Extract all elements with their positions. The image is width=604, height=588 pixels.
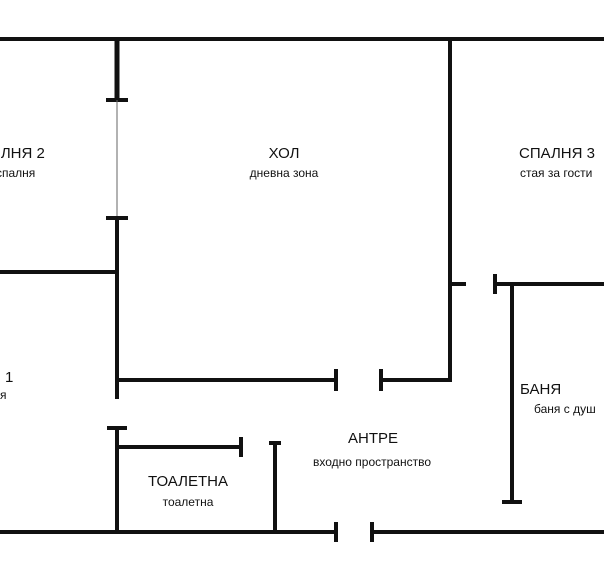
room-bedroom2: ЯЛНЯ 2 спалня (0, 145, 45, 180)
room-hall-name: АНТРЕ (348, 430, 398, 447)
toilet-walls (107, 426, 281, 534)
room-hall: АНТРЕ входно пространство (313, 430, 431, 469)
room-bedroom3-name: СПАЛНЯ 3 (519, 145, 595, 162)
room-bedroom3: СПАЛНЯ 3 стая за гости (519, 145, 595, 180)
room-bedroom2-name: ЯЛНЯ 2 (0, 145, 45, 162)
room-living-name: ХОЛ (269, 145, 300, 162)
bath-walls (448, 274, 604, 504)
room-bedroom1-desc: я (0, 388, 7, 402)
room-toilet-name: ТОАЛЕТНА (148, 473, 228, 490)
room-bedroom2-desc: спалня (0, 166, 35, 180)
living-left-wall (0, 39, 128, 399)
room-hall-desc: входно пространство (313, 455, 431, 469)
room-bath-desc: баня с душ (534, 402, 596, 416)
room-bedroom1: 1 я (0, 369, 13, 402)
living-bottom-wall (115, 37, 452, 391)
room-toilet-desc: тоалетна (163, 495, 214, 509)
entrance-door (334, 522, 374, 542)
room-living: ХОЛ дневна зона (250, 145, 319, 180)
room-bedroom3-desc: стая за гости (520, 166, 592, 180)
room-bath: БАНЯ баня с душ (520, 381, 596, 416)
room-bath-name: БАНЯ (520, 381, 561, 398)
outer-walls (0, 37, 604, 534)
room-toilet: ТОАЛЕТНА тоалетна (148, 473, 228, 509)
room-bedroom1-name: 1 (5, 369, 13, 386)
room-living-desc: дневна зона (250, 166, 319, 180)
